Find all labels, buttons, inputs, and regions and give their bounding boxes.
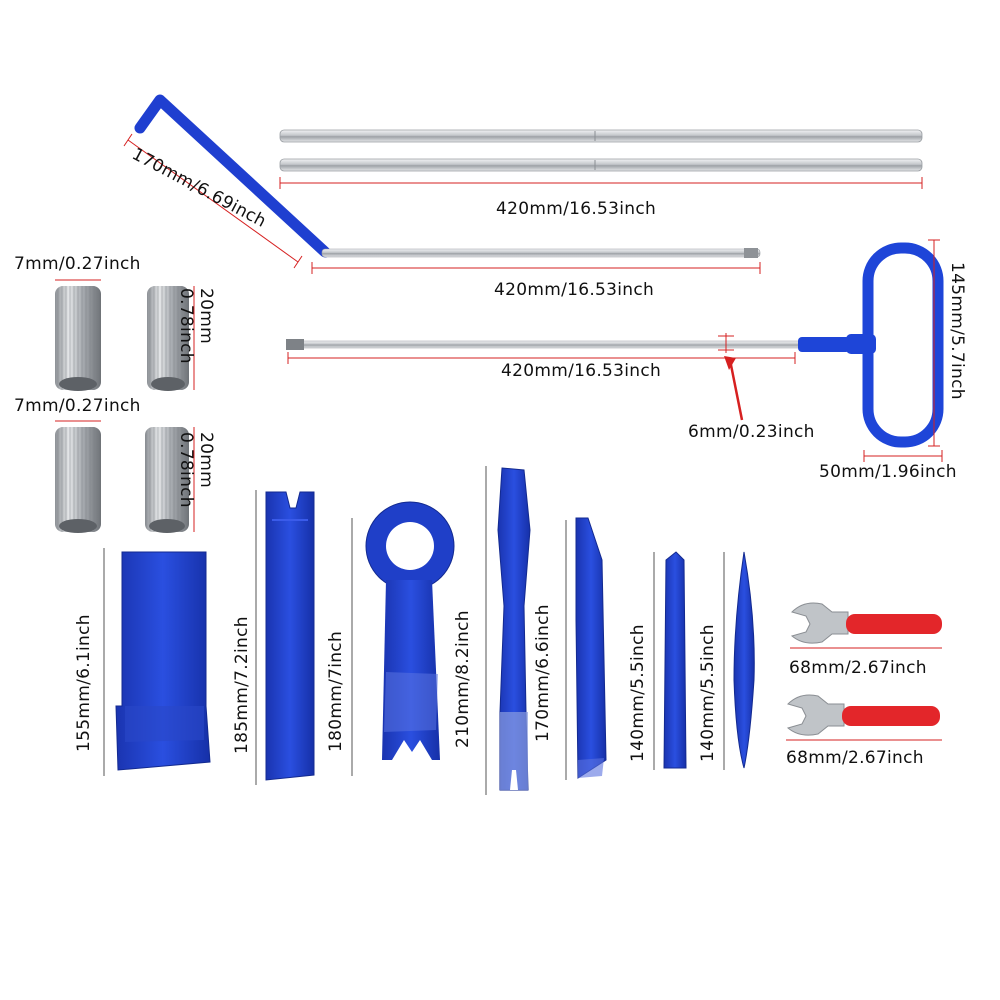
hook-rod — [134, 94, 761, 258]
wrench-1 — [790, 602, 942, 649]
pry-tool-155 — [103, 548, 211, 776]
label-sleeve-w1: 7mm/0.27inch — [14, 254, 141, 274]
pry-tool-140a — [653, 551, 687, 770]
label-tool-210: 210mm/8.2inch — [453, 610, 473, 748]
pry-tool-170 — [565, 517, 607, 780]
label-wrench-2: 68mm/2.67inch — [786, 748, 924, 768]
pry-tool-180 — [351, 501, 455, 776]
label-tool-155: 155mm/6.1inch — [74, 614, 94, 752]
label-sleeve-w2: 7mm/0.27inch — [14, 396, 141, 416]
dimension-line-t-width — [863, 450, 943, 462]
dimension-line-hook — [123, 133, 303, 269]
label-rod-hook: 420mm/16.53inch — [494, 280, 655, 300]
straight-rod-2 — [279, 158, 923, 172]
label-tool-140b: 140mm/5.5inch — [698, 624, 718, 762]
label-wrench-1: 68mm/2.67inch — [789, 658, 927, 678]
label-sleeve-h2: 20mm 0.78inch — [176, 432, 216, 508]
sleeve-4 — [145, 427, 189, 533]
pry-tool-210 — [485, 466, 531, 795]
label-sleeve-h1: 20mm 0.78inch — [176, 288, 216, 364]
dimension-line-t-height — [928, 239, 940, 447]
label-t-height: 145mm/5.7inch — [947, 262, 967, 400]
dimension-line-rods-top — [279, 177, 923, 189]
dimension-lines-sleeves — [55, 279, 195, 532]
dimension-marker-6mm — [718, 333, 744, 421]
dimension-line-t-rod — [287, 352, 796, 364]
dimension-line-hook-rod — [311, 262, 761, 274]
sleeve-3 — [55, 427, 101, 533]
label-rod-t: 420mm/16.53inch — [501, 361, 662, 381]
label-tool-170: 170mm/6.6inch — [533, 604, 553, 742]
label-tip-6mm: 6mm/0.23inch — [688, 422, 815, 442]
pry-tool-185 — [255, 490, 315, 785]
sleeve-1 — [55, 286, 101, 391]
label-t-width: 50mm/1.96inch — [819, 462, 957, 482]
label-tool-180: 180mm/7inch — [326, 630, 346, 752]
straight-rod-1 — [279, 129, 923, 143]
pry-tool-140b — [723, 551, 755, 770]
t-handle-rod — [286, 242, 944, 448]
sleeve-2 — [147, 286, 189, 391]
label-tool-140a: 140mm/5.5inch — [628, 624, 648, 762]
label-rods-top: 420mm/16.53inch — [496, 199, 657, 219]
label-tool-185: 185mm/7.2inch — [232, 616, 252, 754]
wrench-2 — [786, 694, 942, 741]
